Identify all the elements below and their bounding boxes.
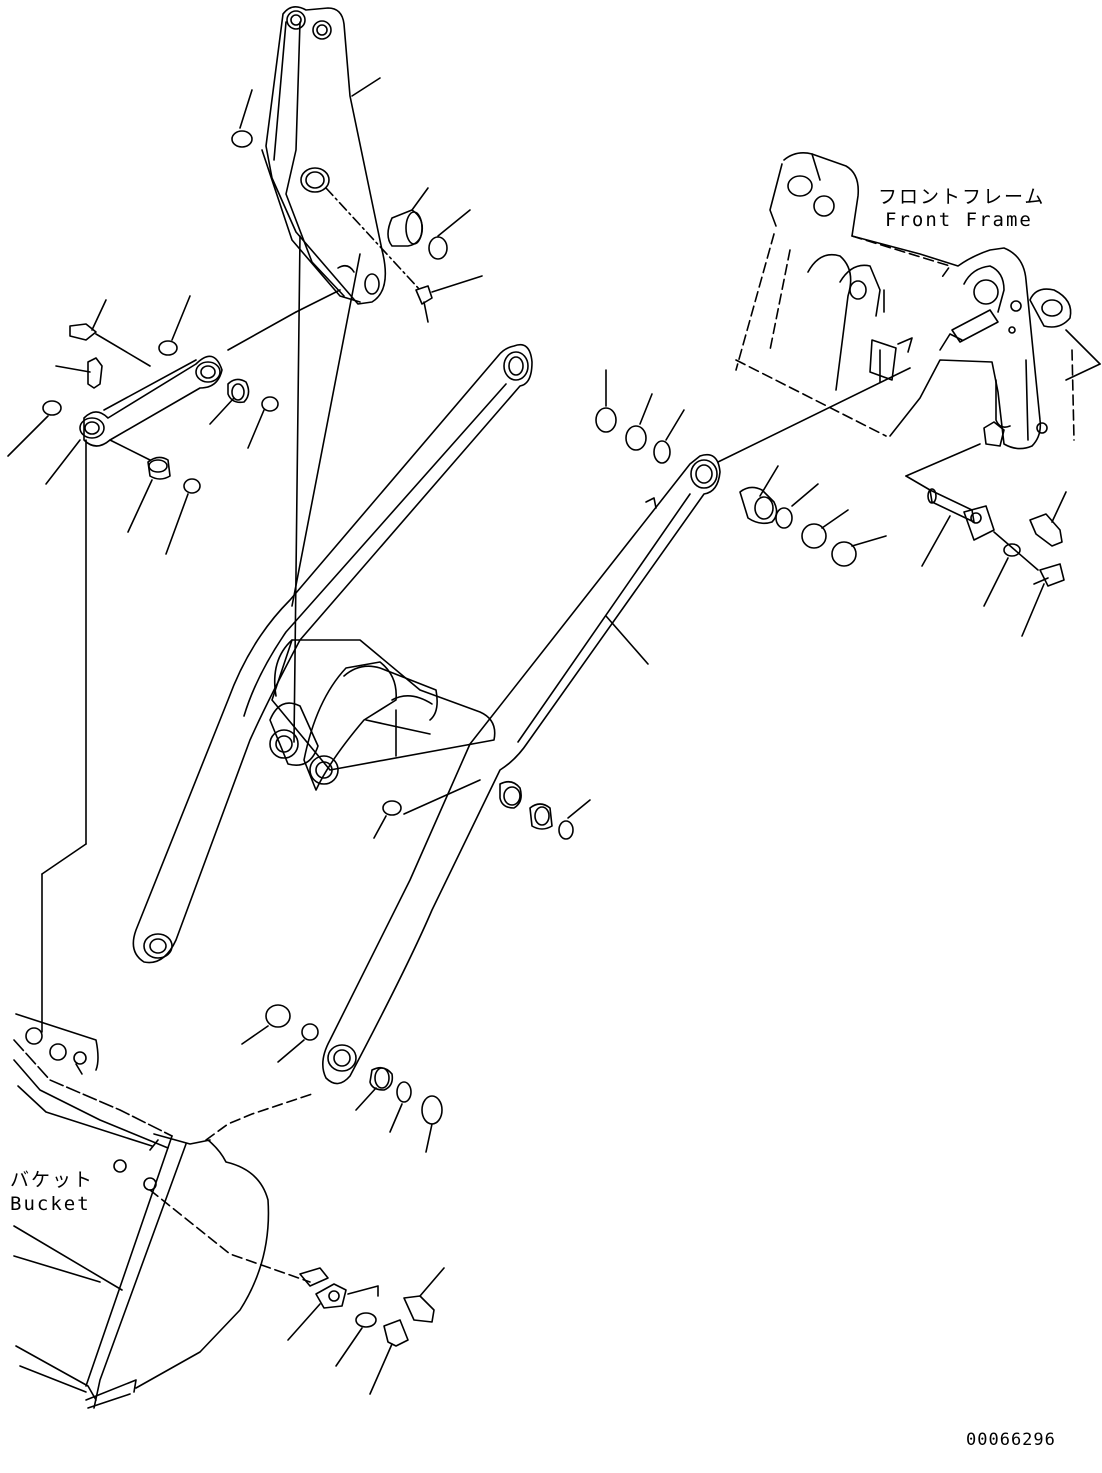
front-frame-label-jp: フロントフレーム [878,186,1046,208]
link-parts [7,295,279,555]
lift-arm-left [132,343,533,964]
connection-lines [291,235,361,743]
link [79,289,341,447]
arm-pin-parts [373,779,591,840]
frame-pin-parts [905,443,1067,637]
bucket-pin-parts [241,1004,445,1395]
bell-crank [261,6,387,305]
cross-tube [269,639,496,791]
front-frame-label-en: Front Frame [885,209,1033,231]
drawing-number: 00066296 [966,1430,1056,1450]
bell-crank-parts [231,77,483,323]
arm-frame-parts [595,367,911,567]
bucket-label-en: Bucket [10,1193,91,1215]
bucket [13,439,313,1409]
bucket-label-jp: バケット [10,1169,95,1191]
front-frame [735,152,1101,450]
lift-arm-right [322,453,721,1085]
